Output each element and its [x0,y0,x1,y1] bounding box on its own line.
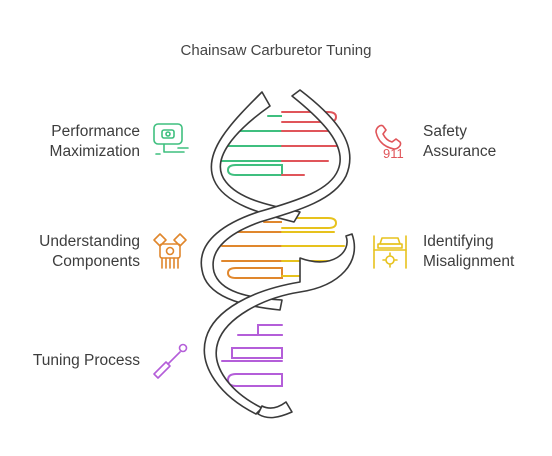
strand-lower [203,233,356,415]
diagram-title: Chainsaw Carburetor Tuning [180,42,372,59]
rung-cap [226,164,283,176]
rung-cap [231,347,283,359]
car-lift-gear-icon [373,235,407,269]
emergency-phone-911-icon: 911 [375,124,404,160]
rung-cap [226,267,283,279]
label-safety-assurance: Safety Assurance [423,123,497,160]
chainsaw-icon [153,123,189,155]
label-tuning-process: Tuning Process [32,352,140,369]
rung-cap [257,324,283,336]
icon-911-text: 911 [383,146,404,160]
strand-upper-right [200,89,351,311]
label-identifying-misalignment: Identifying Misalignment [423,233,515,270]
rung-cap [226,373,283,387]
rungs-performance [221,115,283,176]
strand-bottom-right [257,401,293,419]
helix-backbone [200,89,356,419]
screwdriver-icon [153,343,188,379]
label-performance-maximization: Performance Maximization [49,123,140,160]
rungs-components [221,221,283,279]
strand-upper-left [210,91,301,223]
engine-gear-icon [153,233,187,269]
rungs-tuning [221,324,283,387]
label-understanding-components: Understanding Components [39,233,140,270]
